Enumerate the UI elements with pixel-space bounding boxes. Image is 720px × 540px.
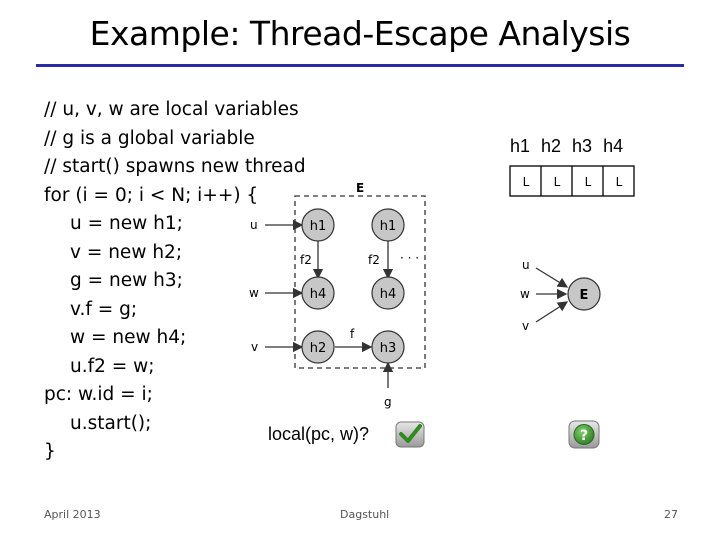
code-line: g = new h3; [70, 270, 183, 291]
code-line: // u, v, w are local variables [44, 99, 299, 120]
title-rule [36, 64, 684, 67]
footer-date: April 2013 [44, 508, 101, 521]
svg-text:h1: h1 [380, 219, 397, 234]
code-line: pc: w.id = i; [44, 384, 153, 405]
var-w: w [249, 286, 259, 300]
code-line: v.f = g; [70, 298, 138, 320]
ellipsis: · · · [400, 251, 419, 265]
code-line: for (i = 0; i < N; i++) { [44, 184, 259, 206]
cell-h3: L [585, 175, 592, 189]
abs-var-v: v [522, 319, 529, 333]
slide-title: Example: Thread-Escape Analysis [89, 14, 631, 53]
var-u: u [250, 218, 258, 232]
cell-h4: L [616, 175, 623, 189]
svg-text:h4: h4 [380, 287, 397, 302]
node-h1-right: h1 [371, 208, 405, 242]
abs-arrow-v [535, 301, 569, 323]
var-g: g [384, 395, 392, 409]
svg-text:E: E [580, 288, 589, 303]
footer-venue: Dagstuhl [340, 508, 390, 521]
code-block: // u, v, w are local variables // g is a … [44, 96, 306, 467]
cell-h1: L [523, 175, 530, 189]
edge-label-f: f [350, 327, 355, 341]
abs-var-u: u [522, 258, 530, 272]
code-line: u = new h1; [70, 213, 183, 234]
code-line: v = new h2; [70, 241, 183, 263]
code-line: u.start(); [70, 412, 152, 434]
code-line: // start() spawns new thread [44, 156, 306, 177]
abstraction-header: h1 h2 h3 h4 [510, 136, 624, 156]
edge-label-f2-right: f2 [368, 253, 380, 267]
svg-text:h3: h3 [380, 341, 397, 356]
edge-label-f2-left: f2 [300, 253, 312, 267]
code-line: w = new h4; [70, 327, 187, 348]
node-h2: h2 [301, 330, 335, 364]
query-text: local(pc, w)? [268, 424, 370, 444]
node-h4-right: h4 [371, 276, 405, 310]
question-icon: ? [568, 420, 600, 449]
var-v: v [251, 340, 258, 354]
check-icon [395, 421, 425, 448]
svg-text:h4: h4 [310, 287, 327, 302]
escape-label: E [356, 181, 364, 195]
code-line: u.f2 = w; [70, 355, 155, 377]
node-h1-left: h1 [301, 208, 335, 242]
svg-text:h2: h2 [310, 341, 327, 356]
escape-region [294, 195, 426, 369]
abs-var-w: w [520, 287, 530, 301]
abs-node-e: E [567, 277, 601, 311]
abs-arrow-u [535, 267, 569, 288]
svg-text:h1: h1 [310, 219, 327, 234]
code-line: // g is a global variable [44, 127, 255, 149]
code-line: } [44, 441, 56, 462]
cell-h2: L [554, 175, 561, 189]
node-h3: h3 [371, 330, 405, 364]
slide-number: 27 [664, 508, 678, 521]
node-h4-left: h4 [301, 276, 335, 310]
abstraction-table: L L L L [509, 165, 635, 197]
svg-text:?: ? [580, 428, 588, 444]
